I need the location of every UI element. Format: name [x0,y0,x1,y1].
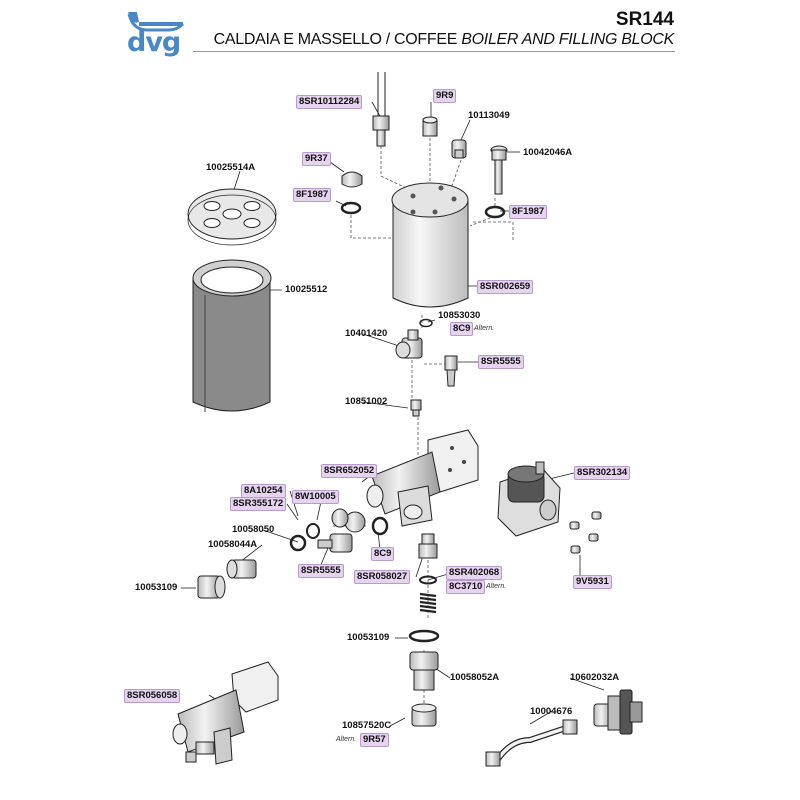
label-9R37: 9R37 [302,152,331,166]
label-8SR652052: 8SR652052 [321,464,378,478]
label-10053109-left: 10053109 [135,582,178,593]
screws-9v5931 [569,511,602,554]
oring-10058050 [289,534,307,552]
label-10851002: 10851002 [345,396,388,407]
fitting-9r9 [422,116,438,137]
fitting-8sr5555-lower [317,533,353,553]
oring-8f1987-right [484,205,506,219]
label-8SR058027: 8SR058027 [354,570,411,584]
title-italic: BOILER AND FILLING BLOCK [461,31,674,48]
label-10058050: 10058050 [232,524,275,535]
label-10113049: 10113049 [468,110,510,121]
union-10058044a [226,559,257,579]
label-8F1987-right: 8F1987 [509,205,548,219]
valve-10602032a [593,689,643,735]
label-10058044A: 10058044A [208,539,258,550]
label-10857520C: 10857520C [342,720,392,731]
cap-9r37 [341,171,363,188]
insulation-jacket [192,259,272,412]
label-8SR402068: 8SR402068 [446,566,503,580]
label-10058052A: 10058052A [450,672,500,683]
valve-8sr058027 [418,533,438,559]
label-8W10005: 8W10005 [292,490,339,504]
solenoid-valve [497,461,561,537]
alternative-note-2: Altern. [486,583,507,590]
nut-10053109 [197,575,226,599]
gasket-10053109 [408,629,440,643]
label-8SR5555-upper: 8SR5555 [478,355,524,369]
dvg-logo-icon [127,12,185,32]
oring-8f1987-left [340,201,362,215]
label-10853030: 10853030 [438,310,481,321]
label-9R9: 9R9 [433,89,457,103]
elbow-10401420 [395,329,423,359]
label-8SR5555-lower: 8SR5555 [298,564,344,578]
nozzle-10851002 [410,399,422,417]
label-10025512: 10025512 [285,284,328,295]
label-8C9-upper: 8C9 [450,322,474,336]
pressure-switch [451,139,467,159]
sleeve-8w10005-b [331,508,349,528]
pipe-10004676 [485,719,578,767]
washer-8a10254 [306,523,320,539]
label-10401420: 10401420 [345,328,388,339]
logo-text: dvg [127,27,181,58]
filling-block-variant [172,661,279,765]
label-8SR002659: 8SR002659 [477,280,534,294]
spring [419,592,437,614]
label-10053109-center: 10053109 [347,632,390,643]
label-8C9-lower: 8C9 [371,547,395,561]
label-8F1987-left: 8F1987 [293,188,332,202]
label-8SR355172: 8SR355172 [230,497,287,511]
model-code: SR144 [615,9,674,30]
heating-element-fitting [372,72,390,147]
oring-8c9-lower [371,516,389,536]
gasket-plate [187,188,277,246]
alternative-note-1: Altern. [474,325,495,332]
oring-8sr402068 [419,575,437,585]
plug-10857520c [411,703,437,727]
label-10042046A: 10042046A [523,147,573,158]
label-10004676: 10004676 [530,706,573,717]
seal-10853030 [419,318,433,328]
label-9V5931: 9V5931 [573,575,612,589]
filling-block [366,429,479,527]
label-9R57: 9R57 [360,733,389,747]
label-8A10254: 8A10254 [241,484,286,498]
fitting-8sr5555-top [444,355,458,387]
header-divider [193,51,675,52]
label-8C3710: 8C3710 [446,580,486,594]
label-8SR302134: 8SR302134 [574,466,631,480]
label-8SR056058: 8SR056058 [124,689,181,703]
label-8SR10112284: 8SR10112284 [296,95,363,109]
fitting-10058052a [409,651,439,691]
page-title: CALDAIA E MASSELLO / COFFEE BOILER AND F… [213,31,675,49]
alternative-note-3: Altern. [336,736,357,743]
boiler-cylinder [391,182,469,308]
label-10602032A: 10602032A [570,672,620,683]
probe-10042046a [490,145,508,195]
label-10025514A: 10025514A [206,162,256,173]
title-plain: CALDAIA E MASSELLO / COFFEE [213,31,462,48]
